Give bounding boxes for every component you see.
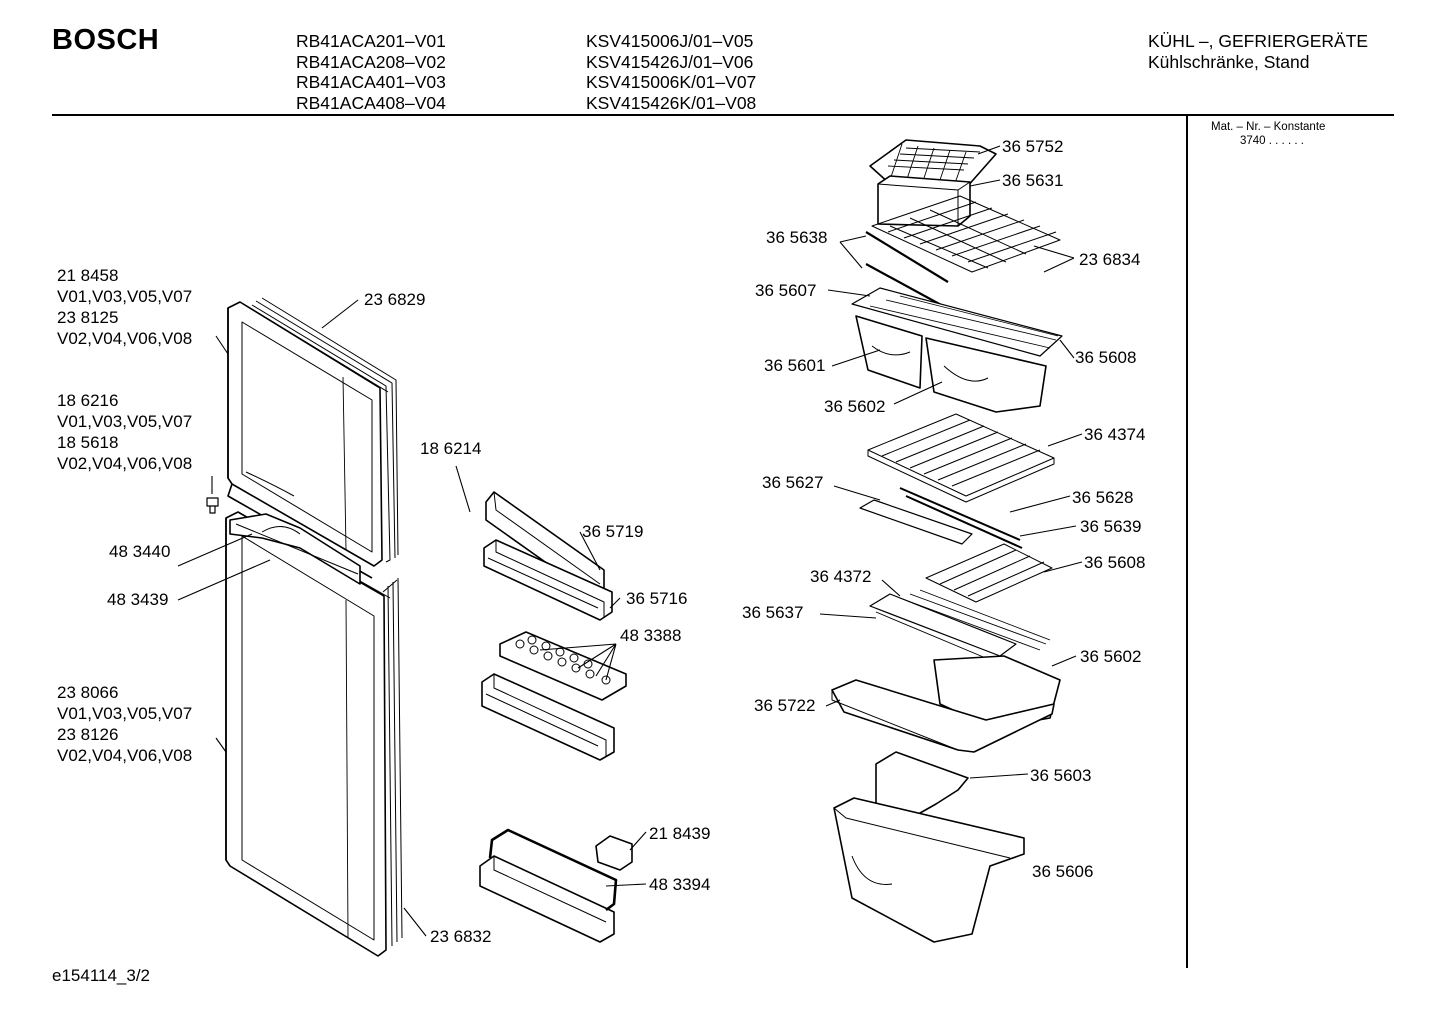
variant-list: V02,V04,V06,V08 — [57, 454, 193, 473]
part-number: 36 5628 — [1072, 488, 1134, 507]
door-shelf-middle — [481, 673, 615, 761]
part-number: 36 4374 — [1084, 425, 1146, 444]
freezer-drawer-right — [925, 337, 1047, 413]
part-number: 18 5618 — [57, 433, 119, 452]
part-number: 36 5602 — [1080, 647, 1142, 666]
brand-logo: BOSCH — [52, 24, 160, 56]
part-number: 36 5716 — [626, 589, 688, 608]
part-number: 36 5752 — [1002, 137, 1064, 156]
variant-list: V01,V03,V05,V07 — [57, 287, 193, 306]
part-number: 48 3388 — [620, 626, 682, 645]
part-number: 23 8066 — [57, 683, 119, 702]
shelf-rail-bar — [899, 487, 1023, 549]
part-number: 48 3439 — [107, 590, 169, 609]
part-number: 36 5601 — [764, 356, 826, 375]
part-number: 23 8126 — [57, 725, 119, 744]
category-block: KÜHL –, GEFRIERGERÄTE Kühlschränke, Stan… — [1148, 31, 1368, 72]
part-number: 21 8458 — [57, 266, 119, 285]
crisper-cover-shelf — [869, 589, 1051, 665]
egg-tray — [499, 631, 627, 701]
freezer-door — [227, 301, 389, 579]
part-number: 36 5603 — [1030, 766, 1092, 785]
material-constant-value: 3740 . . . . . . — [1240, 135, 1304, 147]
drawing-code: e154114_3/2 — [52, 966, 151, 985]
fridge-wire-shelf-upper — [867, 413, 1055, 503]
part-number: 18 6216 — [57, 391, 119, 410]
material-constant-label: Mat. – Nr. – Konstante — [1211, 121, 1326, 133]
part-number: 36 5608 — [1075, 348, 1137, 367]
model-number: RB41ACA201–V01 — [296, 31, 446, 51]
part-number: 48 3394 — [649, 875, 711, 894]
label-group-hinge: 18 6216 V01,V03,V05,V07 18 5618 V02,V04,… — [57, 390, 192, 474]
header-divider — [52, 114, 1394, 116]
shelf-front-trim — [859, 499, 973, 545]
model-list: RB41ACA201–V01 RB41ACA208–V02 RB41ACA401… — [296, 31, 446, 113]
variant-list: V01,V03,V05,V07 — [57, 412, 193, 431]
variant-list: V02,V04,V06,V08 — [57, 746, 193, 765]
part-number: 36 5602 — [824, 397, 886, 416]
fridge-door — [225, 511, 391, 957]
product-code: KSV415006K/01–V07 — [586, 72, 757, 92]
fridge-door-gasket — [382, 577, 403, 947]
part-number: 36 5719 — [582, 522, 644, 541]
leader-lines — [177, 145, 1083, 937]
freezer-drawer-left — [855, 315, 923, 389]
part-number: 36 5631 — [1002, 171, 1064, 190]
part-number: 18 6214 — [420, 439, 482, 458]
product-code: KSV415426K/01–V08 — [586, 92, 757, 113]
freezer-shelf-glass — [851, 287, 1063, 357]
freezer-door-gasket — [251, 297, 399, 563]
hinge-screw — [206, 497, 219, 514]
part-number: 23 6829 — [364, 290, 426, 309]
part-number: 36 5607 — [755, 281, 817, 300]
rail-upper — [865, 231, 949, 283]
door-handle — [229, 513, 361, 585]
part-number: 36 5608 — [1084, 553, 1146, 572]
part-number: 48 3440 — [109, 542, 171, 561]
material-constant: Mat. – Nr. – Konstante 3740 . . . . . . — [1211, 120, 1325, 148]
door-shelf-top — [483, 539, 613, 621]
model-number: RB41ACA208–V02 — [296, 51, 446, 72]
part-number: 36 5606 — [1032, 862, 1094, 881]
part-number: 36 4372 — [810, 567, 872, 586]
crisper-cover — [831, 679, 1055, 753]
part-number: 23 6832 — [430, 927, 492, 946]
part-number: 36 5637 — [742, 603, 804, 622]
part-number: 36 5638 — [766, 228, 828, 247]
crisper-bin — [833, 797, 1025, 943]
model-number: RB41ACA401–V03 — [296, 72, 446, 92]
bottle-rail — [488, 828, 618, 912]
part-number: 23 8125 — [57, 308, 119, 327]
part-number: 21 8439 — [649, 824, 711, 843]
model-number: RB41ACA408–V04 — [296, 92, 446, 113]
variant-list: V02,V04,V06,V08 — [57, 329, 193, 348]
freezer-wire-shelf — [871, 195, 1061, 273]
bottle-shelf — [479, 855, 615, 943]
product-code: KSV415006J/01–V05 — [586, 31, 754, 51]
product-code: KSV415426J/01–V06 — [586, 51, 754, 72]
label-group-freezer-door: 21 8458 V01,V03,V05,V07 23 8125 V02,V04,… — [57, 265, 192, 349]
ice-box — [877, 175, 971, 227]
label-group-fridge-door: 23 8066 V01,V03,V05,V07 23 8126 V02,V04,… — [57, 682, 192, 766]
side-divider — [1186, 116, 1188, 968]
part-number: 36 5639 — [1080, 517, 1142, 536]
variant-list: V01,V03,V05,V07 — [57, 704, 193, 723]
part-number: 23 6834 — [1079, 250, 1141, 269]
part-number: 36 5627 — [762, 473, 824, 492]
code-list: KSV415006J/01–V05 KSV415426J/01–V06 KSV4… — [586, 31, 756, 113]
part-number: 36 5722 — [754, 696, 816, 715]
bottle-clip — [595, 835, 633, 871]
category-subtitle: Kühlschränke, Stand — [1148, 51, 1310, 72]
category-title: KÜHL –, GEFRIERGERÄTE — [1148, 31, 1369, 51]
fridge-glass-shelf-lower — [925, 543, 1053, 603]
